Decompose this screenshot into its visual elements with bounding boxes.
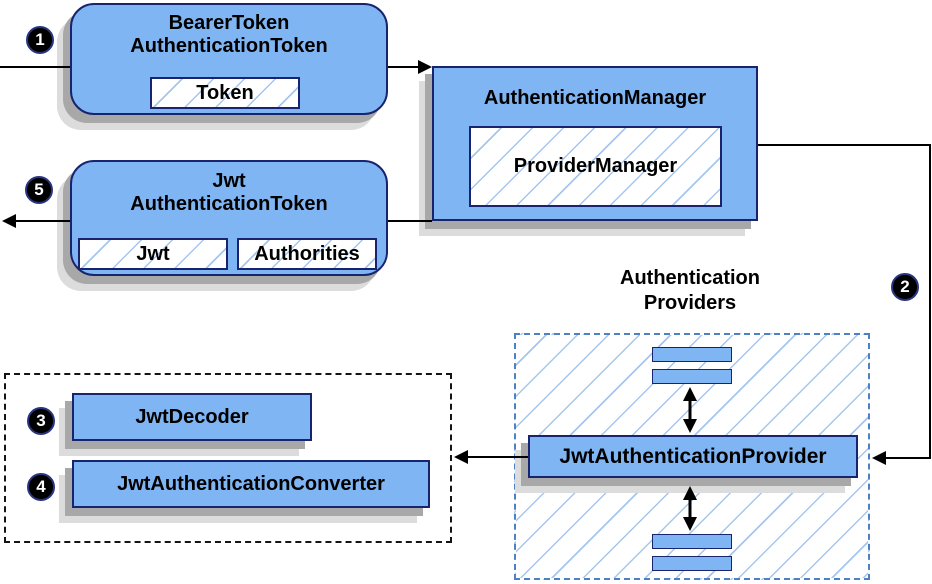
token-chip: Token <box>150 77 300 109</box>
provider-stack-bar-1 <box>652 347 732 362</box>
decoder-converter-container <box>4 373 452 543</box>
provider-stack-bar-3 <box>652 534 732 549</box>
jwt-token-title-line1: Jwt <box>212 170 246 192</box>
authorities-chip: Authorities <box>237 238 377 270</box>
step-5-badge: 5 <box>25 176 53 204</box>
arrowhead-into-manager-icon <box>418 60 432 74</box>
step-2-badge: 2 <box>891 273 919 301</box>
step-1-badge: 1 <box>26 26 54 54</box>
jwt-chip: Jwt <box>78 238 228 270</box>
authentication-providers-label: Authentication Providers <box>570 266 810 316</box>
jwt-authentication-converter-box: JwtAuthenticationConverter <box>72 460 430 508</box>
jwt-authentication-provider-box: JwtAuthenticationProvider <box>528 435 858 478</box>
provider-stack-bar-2 <box>652 369 732 384</box>
arrowhead-into-provider-icon <box>872 451 886 465</box>
step-3-badge: 3 <box>27 407 55 435</box>
arrowhead-into-decoder-box-icon <box>454 450 468 464</box>
bearer-token-title-line2: AuthenticationToken <box>130 35 328 57</box>
step-4-badge: 4 <box>27 473 55 501</box>
authentication-providers-label-line2: Providers <box>643 292 737 314</box>
authentication-manager-title: AuthenticationManager <box>483 87 707 109</box>
authentication-providers-label-line1: Authentication <box>620 267 760 289</box>
arrowhead-outgoing-icon <box>2 214 16 228</box>
bearer-token-title-line1: BearerToken <box>168 12 290 34</box>
jwt-decoder-box: JwtDecoder <box>72 393 312 441</box>
jwt-token-title-line2: AuthenticationToken <box>130 193 328 215</box>
provider-manager-box: ProviderManager <box>469 126 722 207</box>
provider-stack-bar-4 <box>652 556 732 571</box>
